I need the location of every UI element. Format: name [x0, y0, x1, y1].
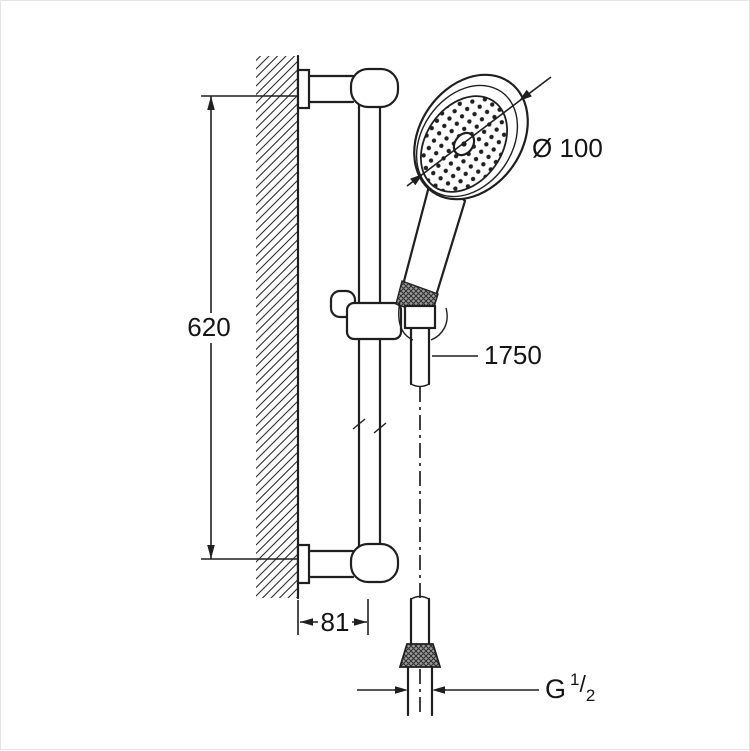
thread-denominator: 2	[586, 686, 595, 705]
head-diameter-label: Ø 100	[532, 133, 603, 163]
thread-slash: /	[579, 671, 586, 697]
holder-cup-left	[398, 300, 414, 341]
hose-nut	[403, 304, 437, 330]
thread-g: G	[545, 674, 566, 704]
hose-upper-end	[410, 383, 430, 388]
hose-upper	[409, 326, 431, 386]
top-bracket-cap	[349, 67, 400, 109]
hose-cone-nut	[398, 643, 442, 668]
rail-break-mark	[352, 418, 366, 430]
leader-1750: 1750	[432, 340, 542, 370]
arrow-left-icon	[432, 686, 445, 694]
bottom-bracket	[296, 542, 400, 585]
arrow-right-icon	[354, 618, 367, 626]
top-bracket	[296, 67, 400, 110]
label-backing	[180, 313, 238, 343]
slider-body	[345, 301, 403, 341]
hose-length-label: 1750	[484, 340, 542, 370]
rail-height-label: 620	[187, 312, 230, 342]
arrow-left-icon	[300, 618, 313, 626]
wall	[256, 54, 300, 600]
dimension-620: 620	[180, 95, 303, 560]
arrow-upper-right-icon	[519, 89, 532, 101]
arrow-right-icon	[395, 686, 408, 694]
label-backing	[318, 607, 352, 635]
arrow-up-icon	[207, 96, 215, 110]
wall-offset-label: 81	[321, 607, 350, 637]
bottom-bracket-cap	[349, 542, 400, 584]
top-bracket-arm	[307, 74, 355, 104]
bottom-bracket-arm	[307, 549, 355, 579]
hose-connector-tube	[406, 665, 434, 717]
hand-shower	[395, 73, 529, 388]
arrow-down-icon	[207, 545, 215, 559]
rail-break-mark	[373, 422, 387, 434]
arrow-lower-left-icon	[410, 174, 423, 186]
hose-lower	[409, 597, 431, 646]
hose-lower-start	[410, 595, 430, 600]
thread-numerator: 1	[570, 670, 579, 689]
wall-hatch	[256, 56, 298, 598]
shower-head-rim	[415, 84, 519, 198]
slider-holder	[329, 289, 403, 341]
top-bracket-base	[296, 68, 311, 110]
holder-cup-right	[430, 307, 448, 341]
bottom-bracket-base	[296, 543, 311, 585]
dimension-diameter: Ø 100	[406, 76, 603, 187]
dimension-81: 81	[297, 599, 369, 637]
shower-hose	[398, 387, 442, 717]
